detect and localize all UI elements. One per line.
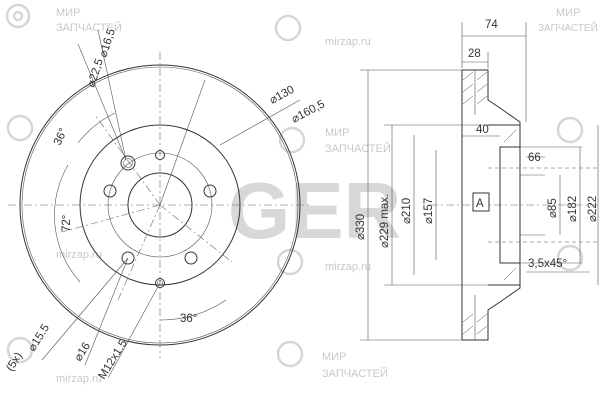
watermark-pin-icon	[278, 126, 306, 154]
dim-d222: ⌀222	[587, 196, 599, 222]
dim-angle-left: 72°	[61, 215, 73, 232]
radial-line-bottom-left	[117, 204, 161, 301]
watermark-top-right: mirzap.ru МИР ЗАПЧАСТЕЙ	[274, 7, 598, 48]
leader-d16-5	[97, 29, 127, 161]
leader-d160-5	[219, 99, 301, 146]
watermark-lower: mirzap.ru mirzap.ru	[56, 244, 584, 276]
watermark-line1: МИР	[556, 7, 580, 19]
ger-logo: GER	[228, 166, 401, 255]
watermark-line1: МИР	[322, 351, 346, 363]
dim-angle-top: 36°	[52, 126, 70, 147]
reference-label-a: A	[476, 198, 484, 210]
leader-d130	[159, 79, 206, 206]
section-view: A 74 28 40 66 ⌀330 ⌀229 max. ⌀210 ⌀157 ⌀…	[355, 19, 600, 341]
watermark-url: mirzap.ru	[325, 36, 371, 48]
ger-logo-text: GER	[228, 166, 401, 255]
dim-d85: ⌀85	[547, 198, 559, 218]
angle-arc-left	[54, 164, 81, 283]
watermark-pin-dot-icon	[12, 10, 24, 22]
leader-d22-5	[77, 43, 127, 161]
bolt-hole-inner	[123, 158, 133, 168]
watermark-pin-icon	[556, 116, 584, 144]
watermark-url: mirzap.ru	[56, 373, 102, 385]
leader-d16	[84, 257, 129, 366]
threaded-hole-inner	[157, 280, 163, 286]
dim-d330: ⌀330	[355, 214, 367, 240]
radial-line-bottom-right	[159, 204, 233, 263]
dim-d22-5: ⌀22,5	[85, 57, 105, 89]
angle-arc-bottom	[159, 299, 227, 321]
hat-outer-circle	[79, 124, 241, 286]
bolt-hole	[184, 251, 198, 265]
radial-line-top	[94, 114, 161, 206]
dim-d182: ⌀182	[567, 196, 579, 222]
watermark-pin-icon	[6, 114, 34, 142]
watermark-top-left: МИР ЗАПЧАСТЕЙ	[5, 3, 122, 34]
dim-d130: ⌀130	[268, 84, 297, 107]
hat-section	[488, 124, 521, 286]
watermark-pin-icon	[276, 340, 304, 368]
watermark-line1: МИР	[56, 7, 80, 19]
dim-thread: M12x1.5	[96, 338, 130, 382]
center-bore	[127, 172, 193, 238]
dim-d157: ⌀157	[423, 198, 435, 224]
locating-hole	[155, 150, 165, 160]
dim-w40: 40	[476, 124, 489, 136]
watermark-line2: ЗАПЧАСТЕЙ	[56, 21, 122, 34]
leader-d15-5	[41, 257, 129, 361]
watermark-middle: МИР ЗАПЧАСТЕЙ	[6, 114, 584, 155]
dim-chamfer: 3,5x45°	[528, 258, 567, 270]
bolt-hole	[121, 251, 135, 265]
dim-d15-5: ⌀15.5	[26, 322, 52, 353]
dim-d66: 66	[528, 152, 541, 164]
watermark-url: mirzap.ru	[56, 249, 102, 261]
watermark-group: МИР ЗАПЧАСТЕЙ mirzap.ru МИР ЗАПЧАСТЕЙ МИ…	[5, 3, 598, 385]
section-outline	[461, 69, 521, 341]
bolt-hole	[203, 184, 217, 198]
dim-d229: ⌀229 max.	[379, 194, 391, 248]
watermark-line1: МИР	[325, 127, 349, 139]
watermark-pin-icon	[556, 244, 584, 272]
dim-w28: 28	[468, 48, 481, 60]
bolt-hole	[103, 184, 117, 198]
hatch-pattern	[462, 71, 517, 335]
watermark-pin-icon	[5, 3, 31, 29]
watermark-pin-icon	[276, 248, 304, 276]
watermark-line2: ЗАПЧАСТЕЙ	[322, 367, 388, 380]
angle-arc-top	[77, 112, 116, 144]
watermark-pin-icon	[274, 14, 302, 42]
threaded-hole	[155, 278, 165, 288]
dim-d210: ⌀210	[401, 198, 413, 224]
dim-angle-bottom: 36°	[180, 313, 197, 325]
watermark-url: mirzap.ru	[325, 261, 371, 273]
dim-w74: 74	[485, 19, 498, 31]
watermark-pin-icon	[6, 336, 34, 364]
bolt-holes	[103, 150, 217, 288]
watermark-line2: ЗАПЧАСТЕЙ	[538, 21, 598, 34]
watermark-bottom: mirzap.ru МИР ЗАПЧАСТЕЙ	[6, 336, 388, 385]
leader-thread	[107, 282, 161, 379]
bolt-hole	[120, 155, 136, 171]
bolt-circle	[107, 152, 213, 258]
reference-box-a	[472, 192, 490, 212]
watermark-line2: ЗАПЧАСТЕЙ	[325, 142, 391, 155]
radial-line-left	[61, 204, 161, 233]
